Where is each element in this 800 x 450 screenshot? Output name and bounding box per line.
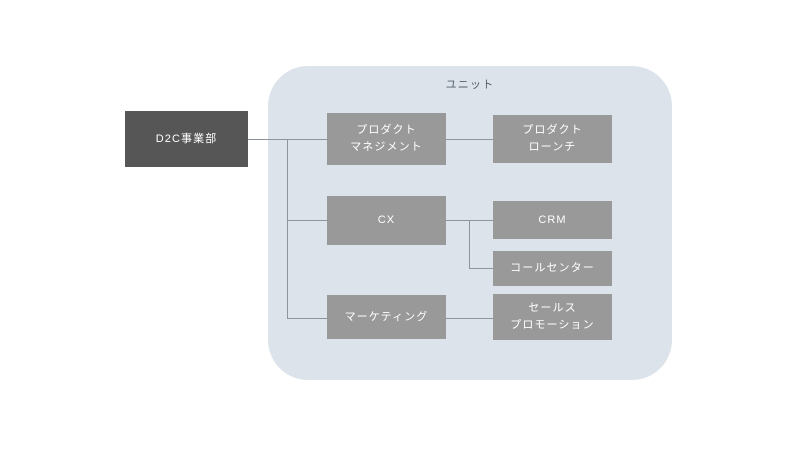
node-branch-marketing-label: マーケティング (344, 310, 429, 323)
node-child-sales-promotion-label: セールス プロモーション (510, 302, 595, 331)
node-child-call-center[interactable]: コールセンター (493, 251, 612, 286)
node-branch-cx[interactable]: CX (327, 196, 446, 245)
node-branch-product-management-label: プロダクト マネジメント (350, 124, 423, 153)
connector-spine-to-branch-1 (287, 139, 328, 140)
node-child-crm-label: CRM (538, 213, 567, 226)
node-branch-product-management[interactable]: プロダクト マネジメント (327, 113, 446, 165)
node-root-label: D2C事業部 (155, 132, 218, 145)
node-root-d2c-division[interactable]: D2C事業部 (125, 111, 248, 167)
node-child-crm[interactable]: CRM (493, 201, 612, 239)
connector-spine-to-branch-2 (287, 220, 328, 221)
node-child-sales-promotion[interactable]: セールス プロモーション (493, 294, 612, 340)
node-child-product-launch-label: プロダクト ローンチ (522, 124, 583, 153)
connector-cx-drop-vertical (469, 220, 470, 268)
node-child-call-center-label: コールセンター (510, 262, 595, 274)
connector-root-to-spine (248, 139, 288, 140)
unit-container-label: ユニット (445, 79, 495, 91)
node-child-product-launch[interactable]: プロダクト ローンチ (493, 115, 612, 163)
connector-marketing-to-sales-promotion (446, 318, 493, 319)
node-branch-marketing[interactable]: マーケティング (327, 295, 446, 339)
connector-spine-to-branch-3 (287, 318, 328, 319)
node-branch-cx-label: CX (377, 214, 396, 226)
connector-product-management-to-launch (446, 139, 493, 140)
connector-spine-vertical (287, 139, 288, 319)
connector-cx-to-call-center (469, 268, 493, 269)
